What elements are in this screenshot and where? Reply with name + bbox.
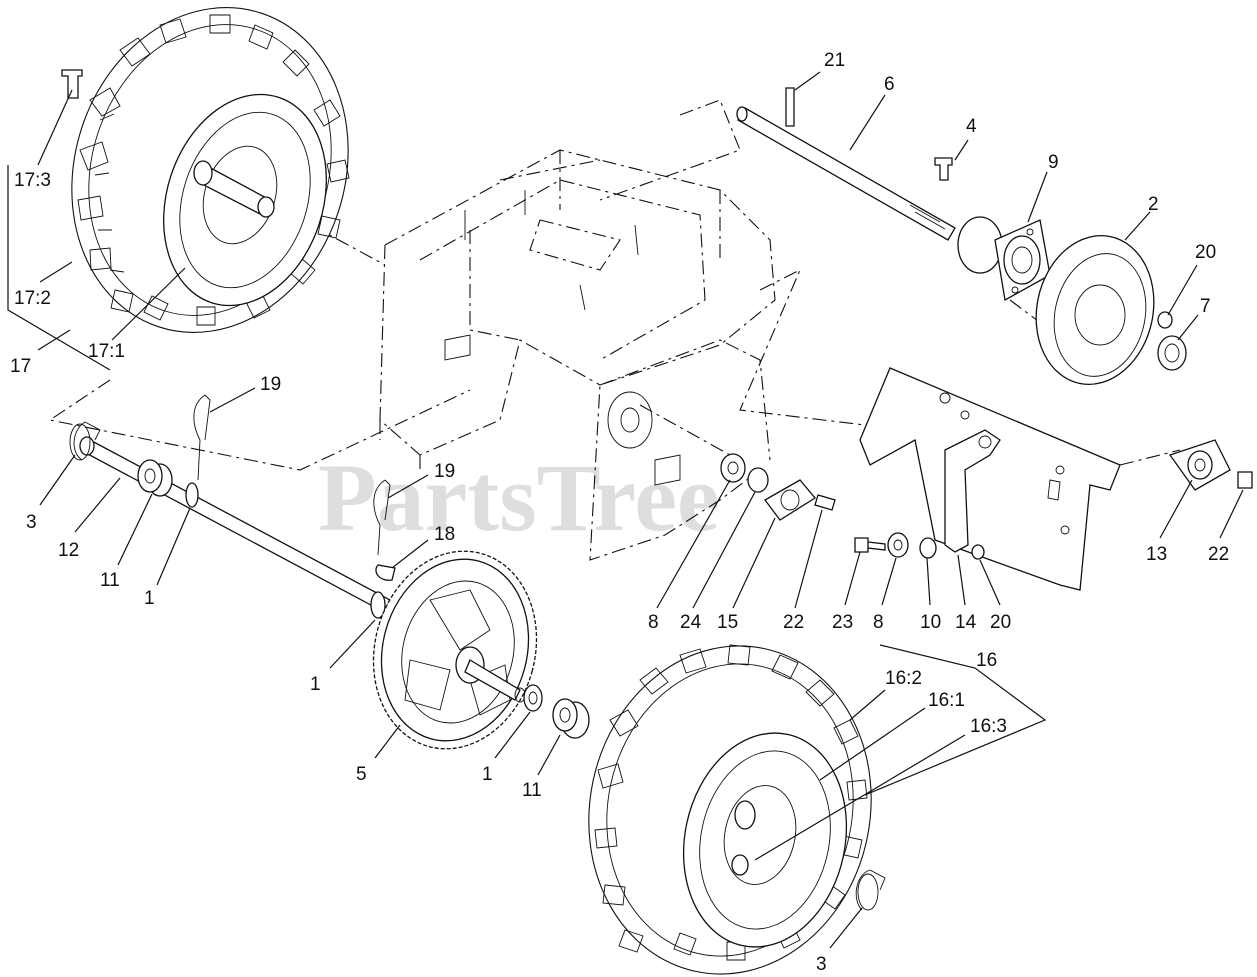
callout-2: 2 xyxy=(1148,194,1159,215)
drive-pulley xyxy=(1035,235,1187,385)
callout-20-top: 20 xyxy=(1195,242,1216,263)
callout-18: 18 xyxy=(434,524,455,545)
callout-3-left: 3 xyxy=(26,512,37,533)
callout-17-1: 17:1 xyxy=(88,341,125,362)
watermark: PartsTree xyxy=(318,444,720,551)
callout-14: 14 xyxy=(955,612,977,633)
callout-7: 7 xyxy=(1200,296,1211,317)
callout-21: 21 xyxy=(824,50,845,71)
callout-8-right: 8 xyxy=(873,612,884,633)
callout-19-top: 19 xyxy=(260,374,281,395)
callout-10: 10 xyxy=(920,612,941,633)
callout-16-2: 16:2 xyxy=(885,668,922,689)
upper-shaft xyxy=(736,87,956,241)
callout-labels: 21 6 4 9 2 20 7 17:3 17:2 17:1 17 19 19 … xyxy=(10,50,1229,975)
callout-12: 12 xyxy=(58,540,79,561)
leader-lines xyxy=(7,71,1244,949)
callout-17-3: 17:3 xyxy=(14,170,51,191)
callout-24: 24 xyxy=(680,612,702,633)
callout-3-right: 3 xyxy=(816,954,827,975)
callout-6: 6 xyxy=(884,74,895,95)
callout-4: 4 xyxy=(966,116,977,137)
callout-11-left: 11 xyxy=(100,570,120,591)
bearing-housing xyxy=(957,216,1051,302)
side-plate xyxy=(859,367,1253,591)
left-wheel-assembly xyxy=(61,7,350,333)
callout-22-mid: 22 xyxy=(783,612,804,633)
callout-16-3: 16:3 xyxy=(970,716,1007,737)
assembly-guide-lines xyxy=(48,99,1181,471)
callout-19-mid: 19 xyxy=(434,461,455,482)
callout-20-mid: 20 xyxy=(990,612,1011,633)
callout-13: 13 xyxy=(1146,544,1167,565)
callout-8-left: 8 xyxy=(648,612,659,633)
mid-hardware xyxy=(720,453,985,560)
callout-17: 17 xyxy=(10,356,31,377)
callout-1-right: 1 xyxy=(482,764,493,785)
callout-1-gear: 1 xyxy=(310,674,321,695)
callout-16-1: 16:1 xyxy=(928,690,965,711)
callout-16: 16 xyxy=(976,650,997,671)
callout-23: 23 xyxy=(832,612,853,633)
callout-5: 5 xyxy=(356,764,367,785)
callout-17-2: 17:2 xyxy=(14,288,51,309)
right-wheel-assembly xyxy=(588,644,886,975)
callout-15: 15 xyxy=(717,612,738,633)
callout-9: 9 xyxy=(1048,152,1059,173)
drive-gear xyxy=(372,550,590,750)
callout-22-right: 22 xyxy=(1208,544,1229,565)
callout-1-left: 1 xyxy=(144,588,155,609)
axle-assembly xyxy=(69,394,396,619)
callout-11-right: 11 xyxy=(522,780,542,801)
